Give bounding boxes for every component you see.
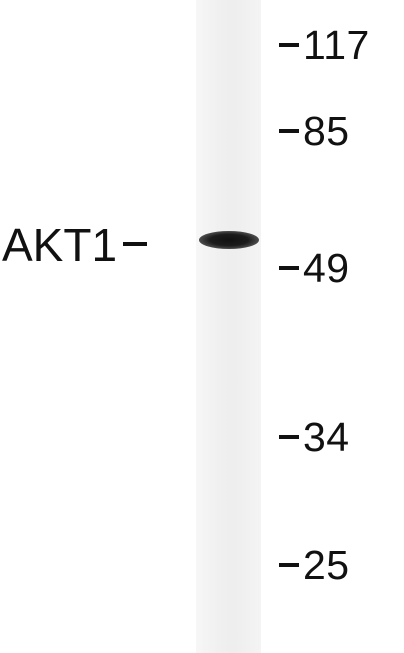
marker-tick xyxy=(279,129,299,134)
marker-34: 34 xyxy=(279,417,350,458)
marker-label: 85 xyxy=(303,108,350,154)
marker-85: 85 xyxy=(279,111,350,152)
marker-label: 34 xyxy=(303,414,350,460)
protein-label: AKT1 xyxy=(2,219,148,271)
protein-label-text: AKT1 xyxy=(2,219,118,271)
marker-tick xyxy=(279,435,299,440)
marker-117: 117 xyxy=(279,25,370,66)
marker-label: 49 xyxy=(303,245,350,291)
marker-label: 117 xyxy=(303,22,370,68)
marker-25: 25 xyxy=(279,545,350,586)
blot-lane xyxy=(196,0,261,653)
marker-tick xyxy=(279,266,299,271)
akt1-band xyxy=(199,231,259,249)
marker-49: 49 xyxy=(279,248,350,289)
marker-label: 25 xyxy=(303,542,350,588)
marker-tick xyxy=(279,43,299,48)
marker-tick xyxy=(279,563,299,568)
protein-label-tick xyxy=(123,241,148,246)
